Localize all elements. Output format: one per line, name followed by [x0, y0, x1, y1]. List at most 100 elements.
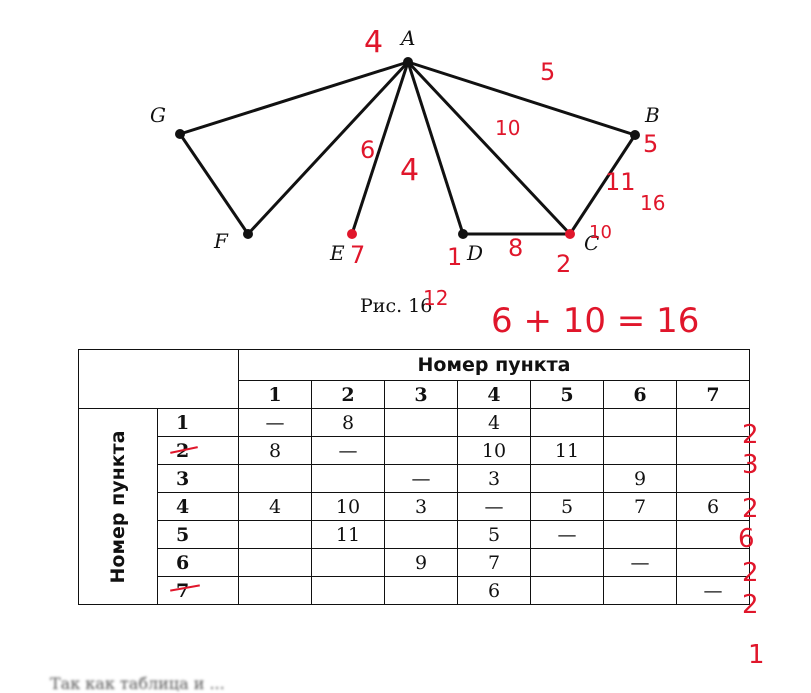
- vertex-label-C: C: [584, 231, 599, 255]
- column-number: 5: [530, 380, 604, 409]
- row-number: 2: [157, 436, 239, 465]
- table-cell: 5: [530, 492, 604, 521]
- vertex-label-G: G: [150, 103, 166, 127]
- vertex-labels: A B C D E F G: [150, 26, 660, 265]
- table-cell: 9: [603, 464, 677, 493]
- table-cell: 10: [457, 436, 531, 465]
- table-row: 7 6 —: [79, 576, 750, 605]
- table-cell: —: [530, 520, 604, 549]
- row-note: 3: [742, 450, 759, 480]
- column-number: 2: [311, 380, 385, 409]
- table-cell: 4: [457, 408, 531, 437]
- edge-A-F: [246, 60, 410, 236]
- column-number-row: 1 2 3 4 5 6 7: [79, 380, 750, 409]
- vertex-G: [175, 129, 185, 139]
- row-note: 2: [742, 590, 759, 620]
- table-cell: [530, 464, 604, 493]
- table-cell: [676, 436, 750, 465]
- column-number: 6: [603, 380, 677, 409]
- sum-note: 6 + 10 = 16: [491, 301, 699, 341]
- edge-G-F: [178, 133, 250, 235]
- table-cell: [238, 576, 312, 605]
- table-cell: [384, 576, 458, 605]
- table-cell: 5: [457, 520, 531, 549]
- table-cell: —: [457, 492, 531, 521]
- weight-D-C: 8: [508, 234, 523, 262]
- edge-B-C: [568, 134, 637, 235]
- handwritten-annotations: 4 5 2 1 7 5 10 6 4 8 11 10 16 6 + 10 = 1…: [350, 25, 699, 341]
- table-cell: 11: [311, 520, 385, 549]
- mark-D: 1: [447, 243, 462, 271]
- table-cell: 11: [530, 436, 604, 465]
- table-cell: 9: [384, 548, 458, 577]
- vertex-D: [458, 229, 468, 239]
- row-note: 2: [742, 494, 759, 524]
- table-corner-cell: [78, 349, 239, 409]
- edge-A-C: [406, 60, 572, 236]
- table-cell: [676, 548, 750, 577]
- row-header: Номер пункта: [78, 408, 158, 605]
- vertex-C: [565, 229, 575, 239]
- weight-A-E: 6: [360, 136, 375, 164]
- mark-A: 4: [364, 25, 383, 60]
- row-number: 3: [157, 464, 239, 493]
- table-cell: 10: [311, 492, 385, 521]
- table-cell: [238, 520, 312, 549]
- table-cell: —: [238, 408, 312, 437]
- table-cell: 3: [384, 492, 458, 521]
- row-number: 7: [157, 576, 239, 605]
- table-cell: [238, 464, 312, 493]
- column-number: 4: [457, 380, 531, 409]
- mark-C-value: 10: [589, 222, 612, 243]
- column-number: 1: [238, 380, 312, 409]
- table-row: 4 4 10 3 — 5 7 6: [79, 492, 750, 521]
- graph-vertices: [175, 57, 640, 239]
- row-number: 4: [157, 492, 239, 521]
- vertex-label-D: D: [466, 241, 483, 265]
- table-cell: 8: [238, 436, 312, 465]
- vertex-label-E: E: [329, 241, 345, 265]
- table-cell: 7: [603, 492, 677, 521]
- vertex-E: [347, 229, 357, 239]
- edge-A-E: [350, 61, 410, 235]
- table-cell: [530, 576, 604, 605]
- table-cell: [603, 408, 677, 437]
- table-cell: [384, 436, 458, 465]
- table-cell: —: [603, 548, 677, 577]
- vertex-F: [243, 229, 253, 239]
- row-number-label: 7: [176, 579, 190, 602]
- table-cell: 3: [457, 464, 531, 493]
- row-number: 6: [157, 548, 239, 577]
- table-cell: [238, 548, 312, 577]
- row-header-label: Номер пункта: [107, 430, 129, 583]
- edge-A-G: [179, 60, 409, 136]
- table-cell: [311, 464, 385, 493]
- table-row: 6 9 7 —: [79, 548, 750, 577]
- row-note: 6: [738, 524, 755, 554]
- table-cell: 8: [311, 408, 385, 437]
- table-cell: [311, 576, 385, 605]
- table-cell: 4: [238, 492, 312, 521]
- figure-caption: Рис. 16: [360, 295, 432, 317]
- vertex-B: [630, 130, 640, 140]
- edge-A-D: [406, 61, 465, 235]
- table-cell: [530, 408, 604, 437]
- vertex-A: [403, 57, 413, 67]
- table-cell: [311, 548, 385, 577]
- footer-text: Так как таблица и ...: [50, 674, 225, 693]
- row-note: 1: [748, 640, 765, 670]
- table-cell: [676, 464, 750, 493]
- row-note: 2: [742, 420, 759, 450]
- weight-B-C: 11: [605, 168, 636, 196]
- table-cell: [530, 548, 604, 577]
- table-cell: [603, 576, 677, 605]
- column-number: 3: [384, 380, 458, 409]
- edge-A-B: [407, 60, 636, 137]
- table-cell: —: [311, 436, 385, 465]
- table-row: 3 — 3 9: [79, 464, 750, 493]
- column-number: 7: [676, 380, 750, 409]
- distance-table: Номер пункта 1 2 3 4 5 6 7 Номер пункта …: [78, 349, 750, 605]
- table-cell: 6: [457, 576, 531, 605]
- weight-A-D: 4: [400, 153, 419, 188]
- mark-C: 2: [556, 250, 571, 278]
